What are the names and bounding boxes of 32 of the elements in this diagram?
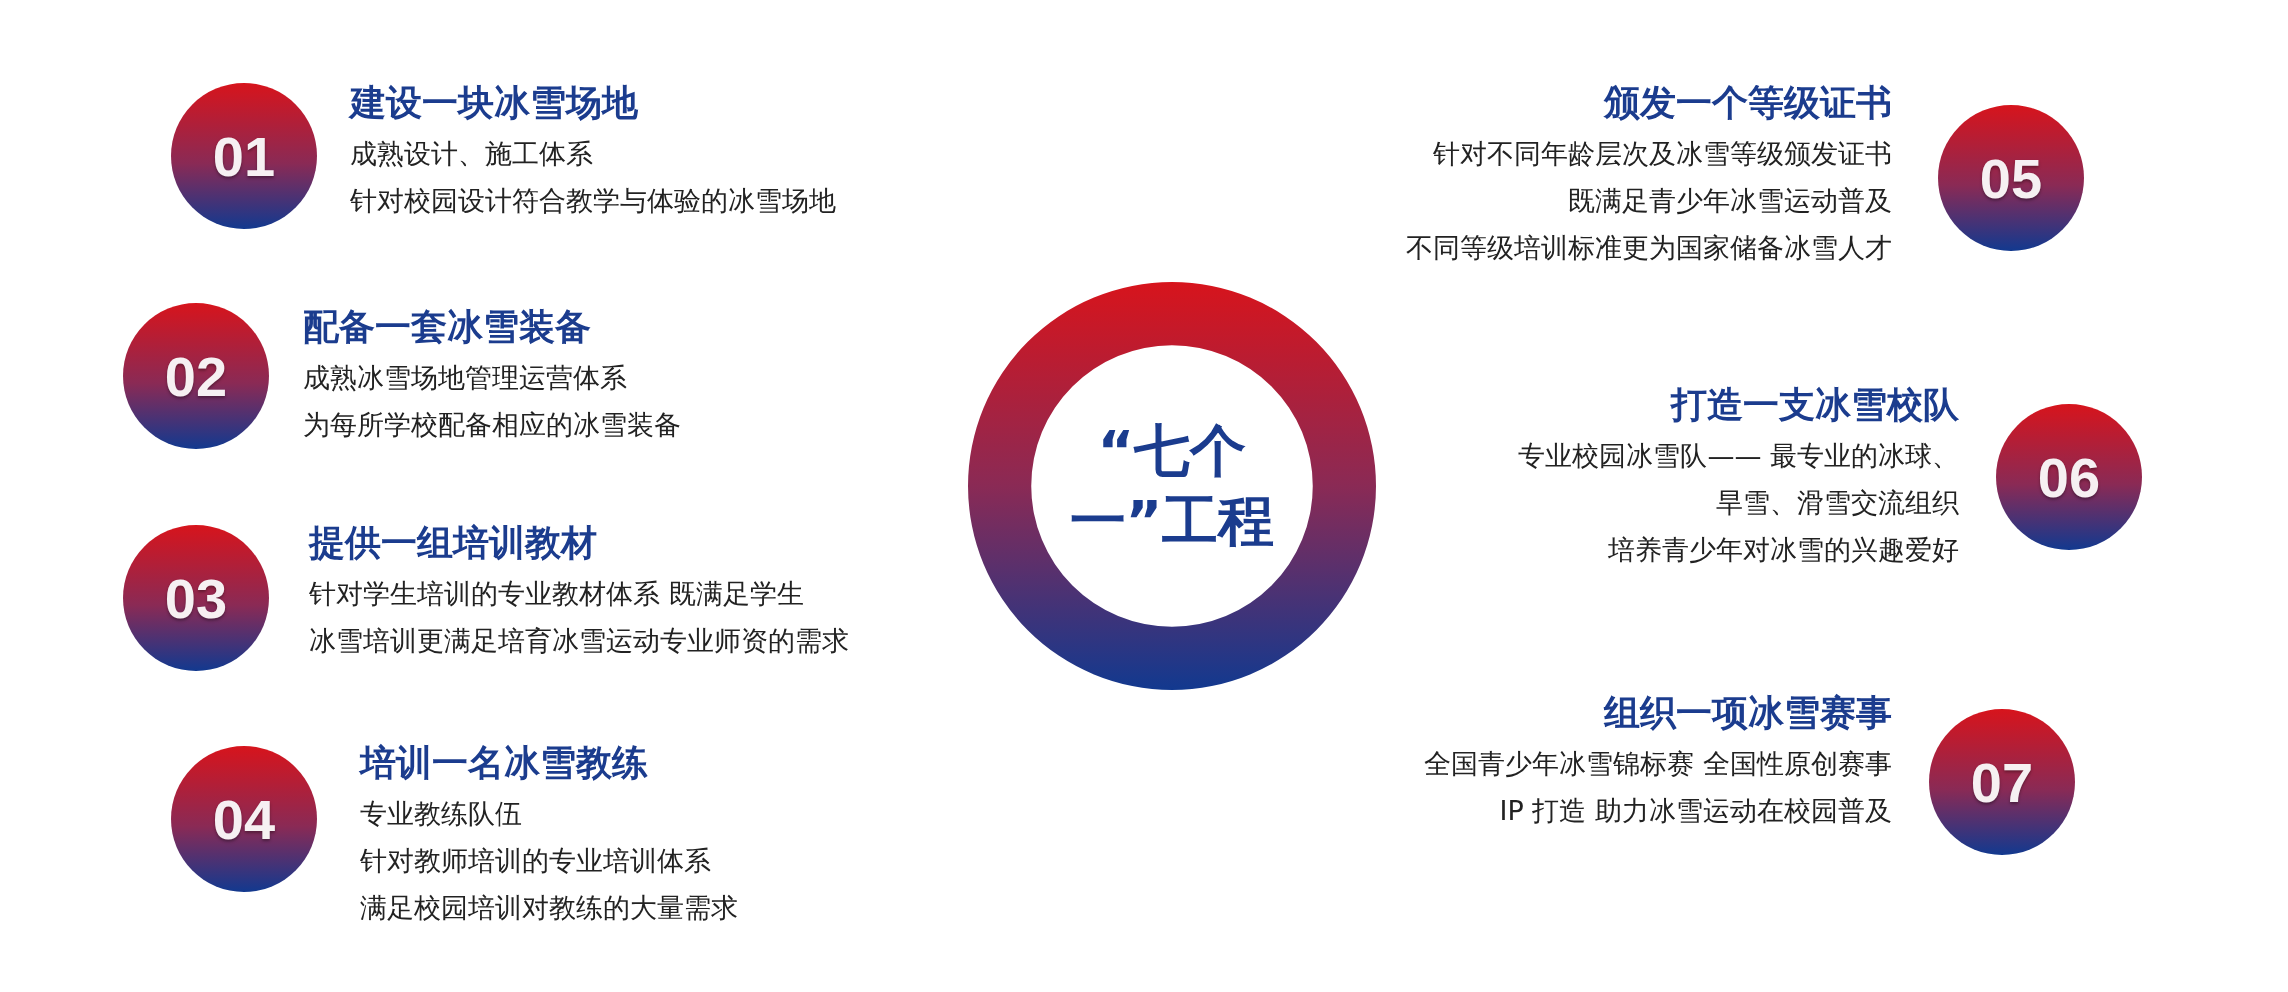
item-description: IP 打造 助力冰雪运动在校园普及 (1498, 794, 1892, 828)
item-description: 针对校园设计符合教学与体验的冰雪场地 (350, 184, 836, 218)
item-heading: 培训一名冰雪教练 (360, 741, 649, 785)
number-circle: 02 (123, 303, 269, 449)
item-description: 专业教练队伍 (360, 797, 523, 831)
item-description: 成熟冰雪场地管理运营体系 (303, 361, 628, 395)
number-circle: 03 (123, 525, 269, 671)
number-circle: 07 (1929, 709, 2075, 855)
item-heading: 颁发一个等级证书 (1602, 81, 1892, 125)
center-title: “七个一”工程 (1068, 417, 1276, 555)
number-circle: 04 (171, 746, 317, 892)
number-circle: 01 (171, 83, 317, 229)
item-heading: 打造一支冰雪校队 (1669, 383, 1959, 427)
item-description: 旱雪、滑雪交流组织 (1715, 486, 1959, 520)
item-description: 满足校园培训对教练的大量需求 (360, 891, 738, 925)
item-description: 针对教师培训的专业培训体系 (360, 844, 712, 878)
number-circle: 05 (1938, 105, 2084, 251)
item-description: 专业校园冰雪队—— 最专业的冰球、 (1518, 439, 1959, 473)
item-heading: 建设一块冰雪场地 (350, 81, 639, 125)
item-description: 既满足青少年冰雪运动普及 (1567, 184, 1892, 218)
item-heading: 提供一组培训教材 (309, 521, 598, 565)
item-description: 全国青少年冰雪锦标赛 全国性原创赛事 (1424, 747, 1892, 781)
item-description: 成熟设计、施工体系 (350, 137, 594, 171)
item-description: 不同等级培训标准更为国家储备冰雪人才 (1406, 231, 1892, 265)
item-description: 冰雪培训更满足培育冰雪运动专业师资的需求 (309, 624, 849, 658)
number-circle: 06 (1996, 404, 2142, 550)
item-description: 为每所学校配备相应的冰雪装备 (303, 408, 681, 442)
item-description: 针对学生培训的专业教材体系 既满足学生 (309, 577, 805, 611)
item-description: 培养青少年对冰雪的兴趣爱好 (1607, 533, 1959, 567)
item-description: 针对不同年龄层次及冰雪等级颁发证书 (1432, 137, 1892, 171)
item-heading: 配备一套冰雪装备 (303, 305, 592, 349)
item-heading: 组织一项冰雪赛事 (1602, 691, 1892, 735)
